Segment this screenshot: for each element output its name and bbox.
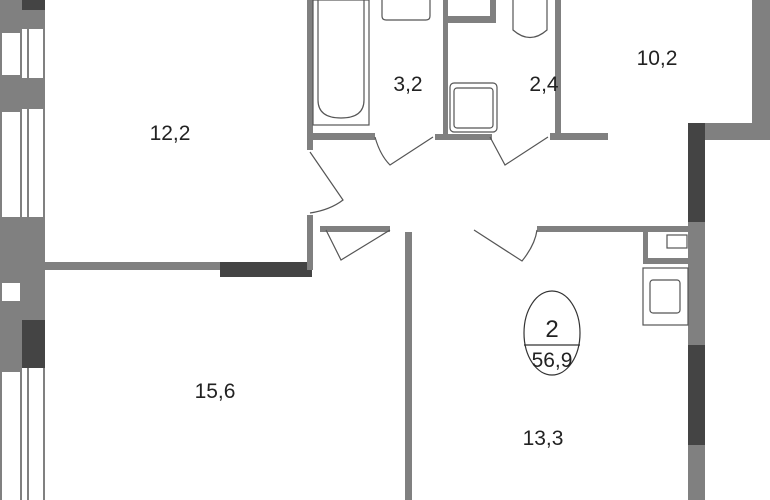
bathtub [312,0,370,126]
rooms-count: 2 [545,316,558,343]
bathtub-inner [317,0,365,119]
toilet-bowl [512,0,548,39]
toilet-sink [449,82,498,133]
interior-walls [45,0,770,500]
room-area-label: 15,6 [195,380,236,403]
kitchen-sink [642,267,689,326]
room-area-label: 13,3 [523,427,564,450]
total-area: 56,9 [532,349,573,372]
room-area-label: 10,2 [637,47,678,70]
left-outer-wall [0,0,45,500]
apartment-summary-badge: 2 56,9 [523,290,581,376]
stove [666,234,688,249]
room-area-label: 12,2 [150,122,191,145]
room-area-label: 3,2 [393,73,422,96]
bath-sink [381,0,431,21]
room-area-label: 2,4 [529,73,559,96]
doors [309,136,549,262]
fixtures [312,0,689,326]
